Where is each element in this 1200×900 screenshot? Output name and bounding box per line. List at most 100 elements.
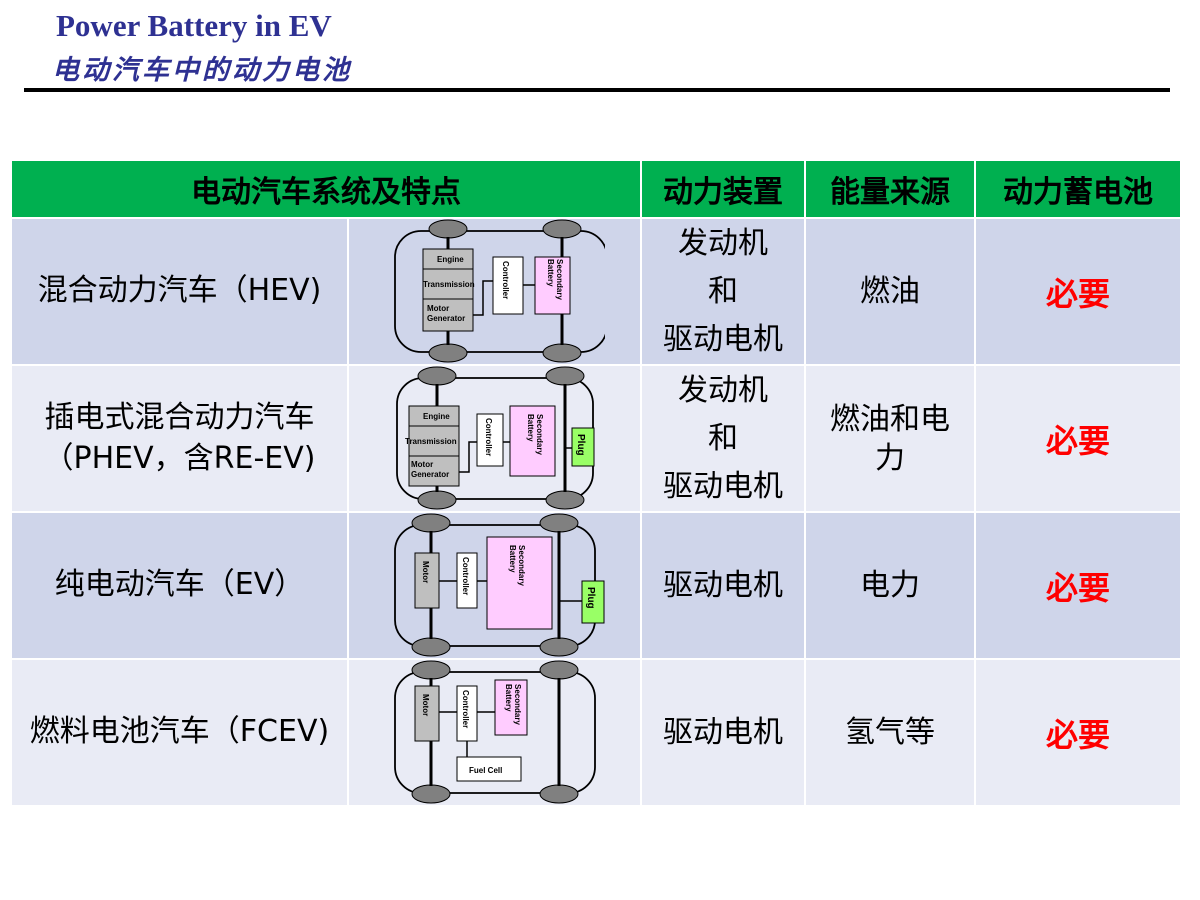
vehicle-name: 插电式混合动力汽车: [44, 400, 315, 435]
battery-required: 必要: [974, 511, 1182, 660]
power-unit-line: 驱动电机: [663, 468, 783, 504]
phev-powertrain-diagram: Engine Transmission Motor Generator Cont…: [395, 366, 594, 510]
battery-label-1: Secondary: [555, 259, 564, 300]
wheel-icon: [545, 366, 584, 386]
col-header-power-unit: 动力装置: [640, 159, 806, 219]
battery-label-2: Battery: [526, 414, 535, 442]
wheel-icon: [542, 343, 581, 363]
vehicle-name-cell: 插电式混合动力汽车 （PHEV，含RE-EV): [10, 364, 349, 513]
battery-label-1: Secondary: [517, 545, 526, 586]
secondary-battery-box: [509, 405, 555, 477]
wheel-icon: [539, 784, 578, 804]
hev-diagram-cell: Engine Transmission Motor Generator Cont…: [347, 217, 642, 366]
battery-label-2: Battery: [504, 684, 513, 712]
secondary-battery-box: [494, 679, 527, 736]
controller-label: Controller: [461, 690, 470, 728]
col-header-system: 电动汽车系统及特点: [10, 159, 642, 219]
power-unit: 驱动电机: [640, 658, 806, 807]
battery-required: 必要: [974, 658, 1182, 807]
ev-diagram-cell: Motor Controller Secondary Battery Plug: [347, 511, 642, 660]
plug-label: Plug: [575, 434, 586, 456]
table-row-ev: 纯电动汽车（EV） Motor Controller Secondary Bat…: [10, 511, 1182, 660]
motor-generator-label-2: Generator: [427, 314, 465, 323]
car-body-outline: [393, 230, 605, 353]
battery-label-2: Battery: [508, 545, 517, 573]
vehicle-name-cell: 混合动力汽车（HEV): [10, 217, 349, 366]
vehicle-name-sub: （PHEV，含RE-EV): [43, 440, 316, 476]
fcev-powertrain-diagram: Motor Controller Secondary Battery Fuel …: [393, 660, 596, 804]
energy-source-cell: 燃油和电 力: [804, 364, 976, 513]
battery-label-1: Secondary: [513, 684, 522, 725]
wheel-icon: [539, 513, 578, 533]
energy-source: 燃油和电: [830, 401, 950, 437]
wheel-icon: [411, 660, 450, 680]
power-unit-cell: 发动机 和 驱动电机: [640, 217, 806, 366]
wheel-icon: [428, 219, 467, 239]
power-unit-line: 和: [708, 273, 738, 309]
vehicle-name: 纯电动汽车（EV）: [54, 567, 305, 603]
energy-source: 燃油: [804, 217, 976, 366]
vehicle-name: 燃料电池汽车（FCEV): [29, 714, 330, 750]
battery-label-1: Secondary: [535, 414, 544, 455]
power-unit: 驱动电机: [640, 511, 806, 660]
col-header-energy-source: 能量来源: [804, 159, 976, 219]
wheel-icon: [428, 343, 467, 363]
table-row-fcev: 燃料电池汽车（FCEV) Motor Controller Secondary …: [10, 658, 1182, 807]
wheel-icon: [411, 637, 450, 657]
motor-generator-label-1: Motor: [411, 460, 433, 469]
wheel-icon: [539, 660, 578, 680]
wheel-icon: [545, 490, 584, 510]
title-rule: [24, 88, 1170, 92]
motor-label: Motor: [421, 694, 430, 716]
energy-source: 电力: [804, 511, 976, 660]
power-unit-cell: 发动机 和 驱动电机: [640, 364, 806, 513]
fcev-diagram-cell: Motor Controller Secondary Battery Fuel …: [347, 658, 642, 807]
motor-box: [414, 552, 439, 609]
wheel-icon: [411, 513, 450, 533]
secondary-battery-box: [486, 536, 552, 630]
engine-label: Engine: [423, 412, 450, 421]
wheel-icon: [539, 637, 578, 657]
controller-box: [476, 413, 503, 467]
table-header-row: 电动汽车系统及特点 动力装置 能量来源 动力蓄电池: [10, 159, 1182, 219]
table-row-hev: 混合动力汽车（HEV) Engine Transmission Motor Ge…: [10, 217, 1182, 366]
controller-label: Controller: [501, 261, 510, 299]
wheel-icon: [417, 490, 456, 510]
phev-diagram-cell: Engine Transmission Motor Generator Cont…: [347, 364, 642, 513]
controller-label: Controller: [484, 418, 493, 456]
col-header-power-battery: 动力蓄电池: [974, 159, 1182, 219]
power-unit-line: 发动机: [678, 372, 768, 408]
hev-powertrain-diagram: Engine Transmission Motor Generator Cont…: [393, 219, 605, 363]
plug-box: [581, 580, 604, 624]
wheel-icon: [411, 784, 450, 804]
car-body-outline: [393, 671, 596, 794]
battery-required: 必要: [974, 364, 1182, 513]
engine-label: Engine: [437, 255, 464, 264]
transmission-label: Transmission: [405, 437, 457, 446]
transmission-label: Transmission: [423, 280, 475, 289]
motor-generator-label-2: Generator: [411, 470, 449, 479]
power-unit-line: 和: [708, 420, 738, 456]
plug-box: [571, 427, 594, 467]
motor-box: [414, 685, 439, 742]
fuel-cell-box: [456, 756, 521, 782]
table-row-phev: 插电式混合动力汽车 （PHEV，含RE-EV) Engine Transmiss…: [10, 364, 1182, 513]
energy-source-cont: 力: [875, 440, 905, 476]
motor-generator-box: [408, 455, 459, 487]
plug-label: Plug: [585, 587, 596, 609]
ev-system-table: 电动汽车系统及特点 动力装置 能量来源 动力蓄电池 混合动力汽车（HEV) En…: [10, 159, 1182, 807]
energy-source: 氢气等: [804, 658, 976, 807]
secondary-battery-box: [534, 256, 570, 315]
vehicle-name-cell: 燃料电池汽车（FCEV): [10, 658, 349, 807]
motor-label: Motor: [421, 561, 430, 583]
vehicle-name: 混合动力汽车（HEV): [37, 273, 322, 309]
title-chinese: 电动汽车中的动力电池: [52, 55, 352, 86]
battery-required: 必要: [974, 217, 1182, 366]
title-english: Power Battery in EV: [56, 8, 332, 43]
fuel-cell-label: Fuel Cell: [469, 766, 502, 775]
vehicle-name-cell: 纯电动汽车（EV）: [10, 511, 349, 660]
battery-label-2: Battery: [546, 259, 555, 287]
controller-label: Controller: [461, 557, 470, 595]
wheel-icon: [542, 219, 581, 239]
motor-generator-label-1: Motor: [427, 304, 449, 313]
